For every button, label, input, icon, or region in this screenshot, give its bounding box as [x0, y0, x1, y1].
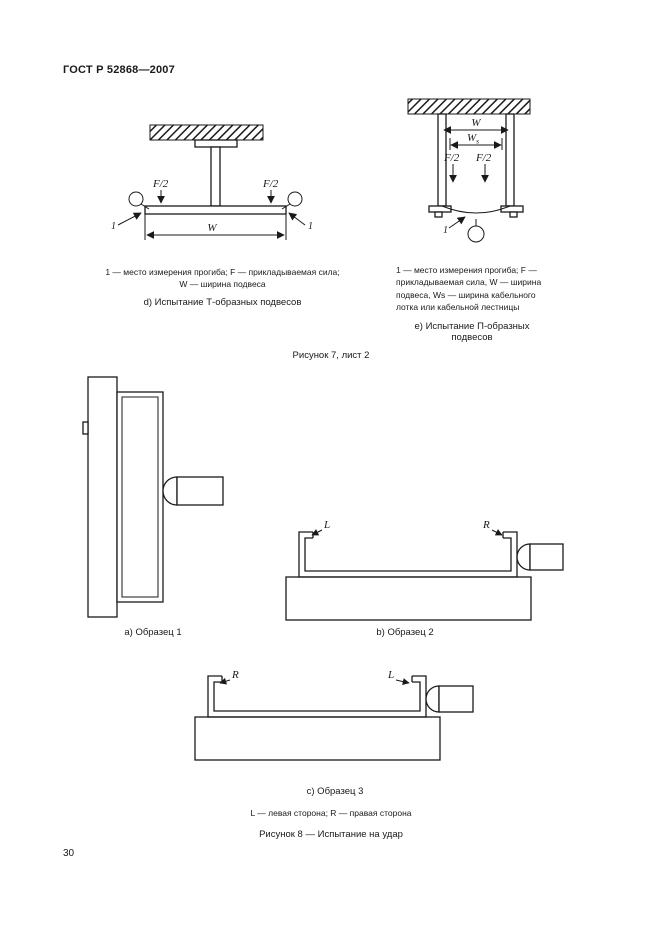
force-left: F/2 [152, 178, 169, 204]
force-right: F/2 [262, 178, 279, 204]
ceiling-hatch [149, 124, 264, 141]
measure-point: 1 [443, 216, 466, 236]
side-label-left-text: R [231, 669, 239, 681]
tray-width-dimension: Ws [449, 132, 503, 150]
measure-point-left: 1 [111, 212, 142, 232]
force-left-label: F/2 [443, 152, 460, 164]
measure-point-right-label: 1 [308, 221, 313, 232]
side-label-right-text: R [482, 519, 490, 531]
force-left-label: F/2 [152, 178, 169, 190]
document-header: ГОСТ Р 52868—2007 [63, 64, 175, 76]
width-dimension: W [443, 117, 509, 134]
force-right-label: F/2 [262, 178, 279, 190]
measure-point-left-label: 1 [111, 221, 116, 232]
measure-point-right-leader [288, 212, 306, 226]
force-right-label: F/2 [475, 152, 492, 164]
figure8-caption: Рисунок 8 — Испытание на удар [259, 829, 403, 840]
page-number: 30 [63, 848, 75, 859]
impact-hammer-icon [162, 476, 224, 506]
tray-width-dimension-label: Ws [467, 132, 479, 146]
width-dimension: W [144, 214, 287, 240]
figure8a-caption: a) Образец 1 [124, 627, 182, 638]
figure8-note: L — левая сторона; R — правая сторона [250, 808, 412, 818]
side-label-right-text: L [387, 669, 394, 681]
dial-gauge-left-icon [128, 191, 150, 210]
figure8b-diagram: L R [285, 519, 564, 621]
dial-gauge-right-icon [281, 191, 303, 210]
tray-sag-curve [441, 205, 511, 214]
force-right: F/2 [475, 152, 492, 183]
dial-gauge-icon [467, 219, 485, 243]
ceiling-hatch [407, 98, 531, 115]
channel-profile [207, 675, 427, 718]
width-dimension-label: W [207, 222, 217, 234]
side-label-left: R [219, 669, 239, 685]
figure8c-caption: c) Образец 3 [306, 786, 364, 797]
measure-point-left-leader [117, 212, 142, 226]
figure7d-caption: d) Испытание Т-образных подвесов [143, 297, 302, 308]
side-label-left-text: L [323, 519, 330, 531]
force-left: F/2 [443, 152, 460, 183]
side-label-left-leader [219, 677, 231, 685]
figure7e-caption: e) Испытание П-образных подвесов [414, 321, 530, 343]
channel-profile [298, 531, 518, 578]
figure7d-legend: 1 — место измерения прогиба; F — приклад… [105, 267, 340, 290]
measure-point-leader [448, 216, 466, 229]
base-block [194, 716, 441, 761]
hanger-beam [144, 205, 287, 215]
hanger-stem [210, 146, 221, 207]
side-label-left-leader [311, 529, 323, 536]
width-dimension-label: W [471, 117, 481, 129]
figure8c-diagram: R L [194, 669, 474, 761]
side-label-right-leader [395, 678, 410, 685]
figure7e-diagram: W Ws F/2 F/2 1 [407, 98, 531, 243]
impact-hammer-icon [425, 685, 474, 713]
figure8b-caption: b) Образец 2 [376, 627, 434, 638]
t-bracket [194, 139, 238, 207]
tray-frame [116, 391, 164, 603]
figure7e-legend: 1 — место измерения прогиба; F — приклад… [396, 265, 542, 312]
rail-feet [428, 205, 524, 218]
side-label-right: R [482, 519, 503, 536]
figure8a-diagram [82, 376, 224, 618]
figure7-caption: Рисунок 7, лист 2 [292, 350, 370, 361]
board-bracket [82, 421, 89, 435]
side-label-right-leader [491, 529, 503, 536]
figure7d-diagram: F/2 F/2 1 1 W [111, 124, 313, 240]
base-block [285, 576, 532, 621]
impact-hammer-icon [516, 543, 564, 571]
side-label-right: L [387, 669, 410, 685]
measure-point-label: 1 [443, 225, 448, 236]
side-label-left: L [311, 519, 330, 536]
mounting-board [87, 376, 118, 618]
measure-point-right: 1 [288, 212, 313, 232]
rail-right [505, 113, 515, 207]
